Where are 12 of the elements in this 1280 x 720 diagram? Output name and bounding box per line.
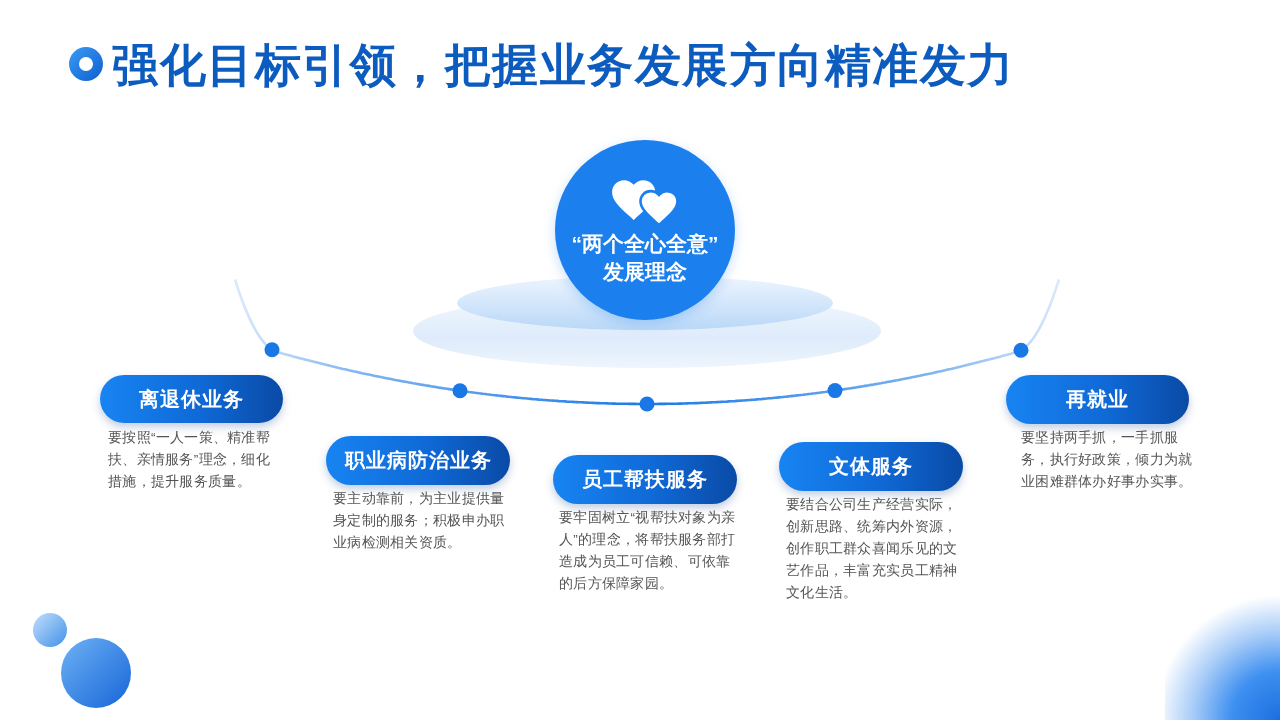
title-pill: 再就业 xyxy=(1006,375,1189,424)
circle-label: “两个全心全意”发展理念 xyxy=(570,231,720,285)
title-pill: 文体服务 xyxy=(779,442,963,491)
description-text: 要结合公司生产经营实际，创新思路、统筹内外资源，创作职工群众喜闻乐见的文艺作品，丰富充实员工精神文化生活。 xyxy=(786,496,958,602)
title-pill: 职业病防治业务 xyxy=(326,436,510,485)
description-text: 要坚持两手抓，一手抓服务，执行好政策，倾力为就业困难群体办好事办实事。 xyxy=(1021,429,1194,491)
description-text: 要按照“一人一策、精准帮扶、亲情服务”理念，细化措施，提升服务质量。 xyxy=(108,429,272,491)
page-title: 强化目标引领，把握业务发展方向精准发力 xyxy=(112,38,1015,92)
description-text: 要主动靠前，为主业提供量身定制的服务；积极申办职业病检测相关资质。 xyxy=(333,490,505,552)
title-pill: 员工帮扶服务 xyxy=(553,455,737,504)
title-pill: 离退休业务 xyxy=(100,375,283,423)
description-text: 要牢固树立“视帮扶对象为亲人”的理念，将帮扶服务部打造成为员工可信赖、可依靠的后方保障家园。 xyxy=(559,509,737,593)
